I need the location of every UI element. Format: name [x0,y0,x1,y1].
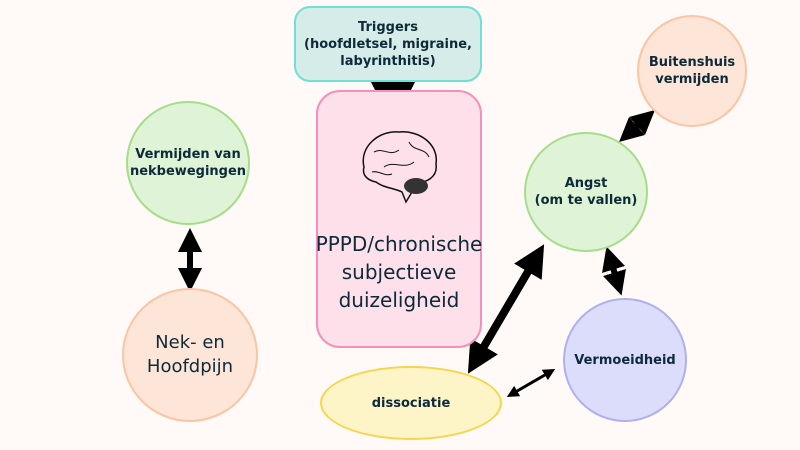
dissociation-label: dissociatie [371,395,451,411]
pppd-line1: PPPD/chronische [315,232,483,256]
neck-avoid-line2: nekbewegingen [129,164,247,179]
pppd-box: PPPD/chronische subjectieve duizeligheid [316,90,482,348]
neck-avoid-line1: Vermijden van [135,147,241,162]
fear-line1: Angst [564,176,608,191]
brain-icon [362,131,437,204]
node-neck-avoid: Vermijden van nekbewegingen [126,101,250,225]
triggers-line1: Triggers [358,19,418,35]
pppd-line3: duizeligheid [338,288,460,312]
arrow-fear-fatigue [602,246,626,296]
neck-pain-line2: Hoofdpijn [146,356,234,377]
triggers-line2: (hoofdletsel, migraine, [304,36,472,52]
fear-line2: (om te vallen) [534,193,638,208]
node-fear: Angst (om te vallen) [524,132,648,252]
neck-pain-line1: Nek- en [155,332,225,353]
arrow-dissociation-fear [467,244,545,374]
arrow-fatigue-dissociation [506,368,556,398]
triggers-box: Triggers (hoofdletsel, migraine, labyrin… [294,6,482,82]
fatigue-label: Vermoeidheid [574,352,676,368]
triggers-line3: labyrinthitis) [340,53,436,69]
arrow-outside-fear [619,110,655,142]
node-neck-pain: Nek- en Hoofdpijn [122,288,258,422]
node-dissociation: dissociatie [320,366,502,440]
outside-line2: vermijden [655,72,729,87]
pppd-line2: subjectieve [341,260,457,284]
outside-line1: Buitenshuis [648,55,736,70]
node-fatigue: Vermoeidheid [563,298,687,422]
node-outside: Buitenshuis vermijden [637,15,747,127]
